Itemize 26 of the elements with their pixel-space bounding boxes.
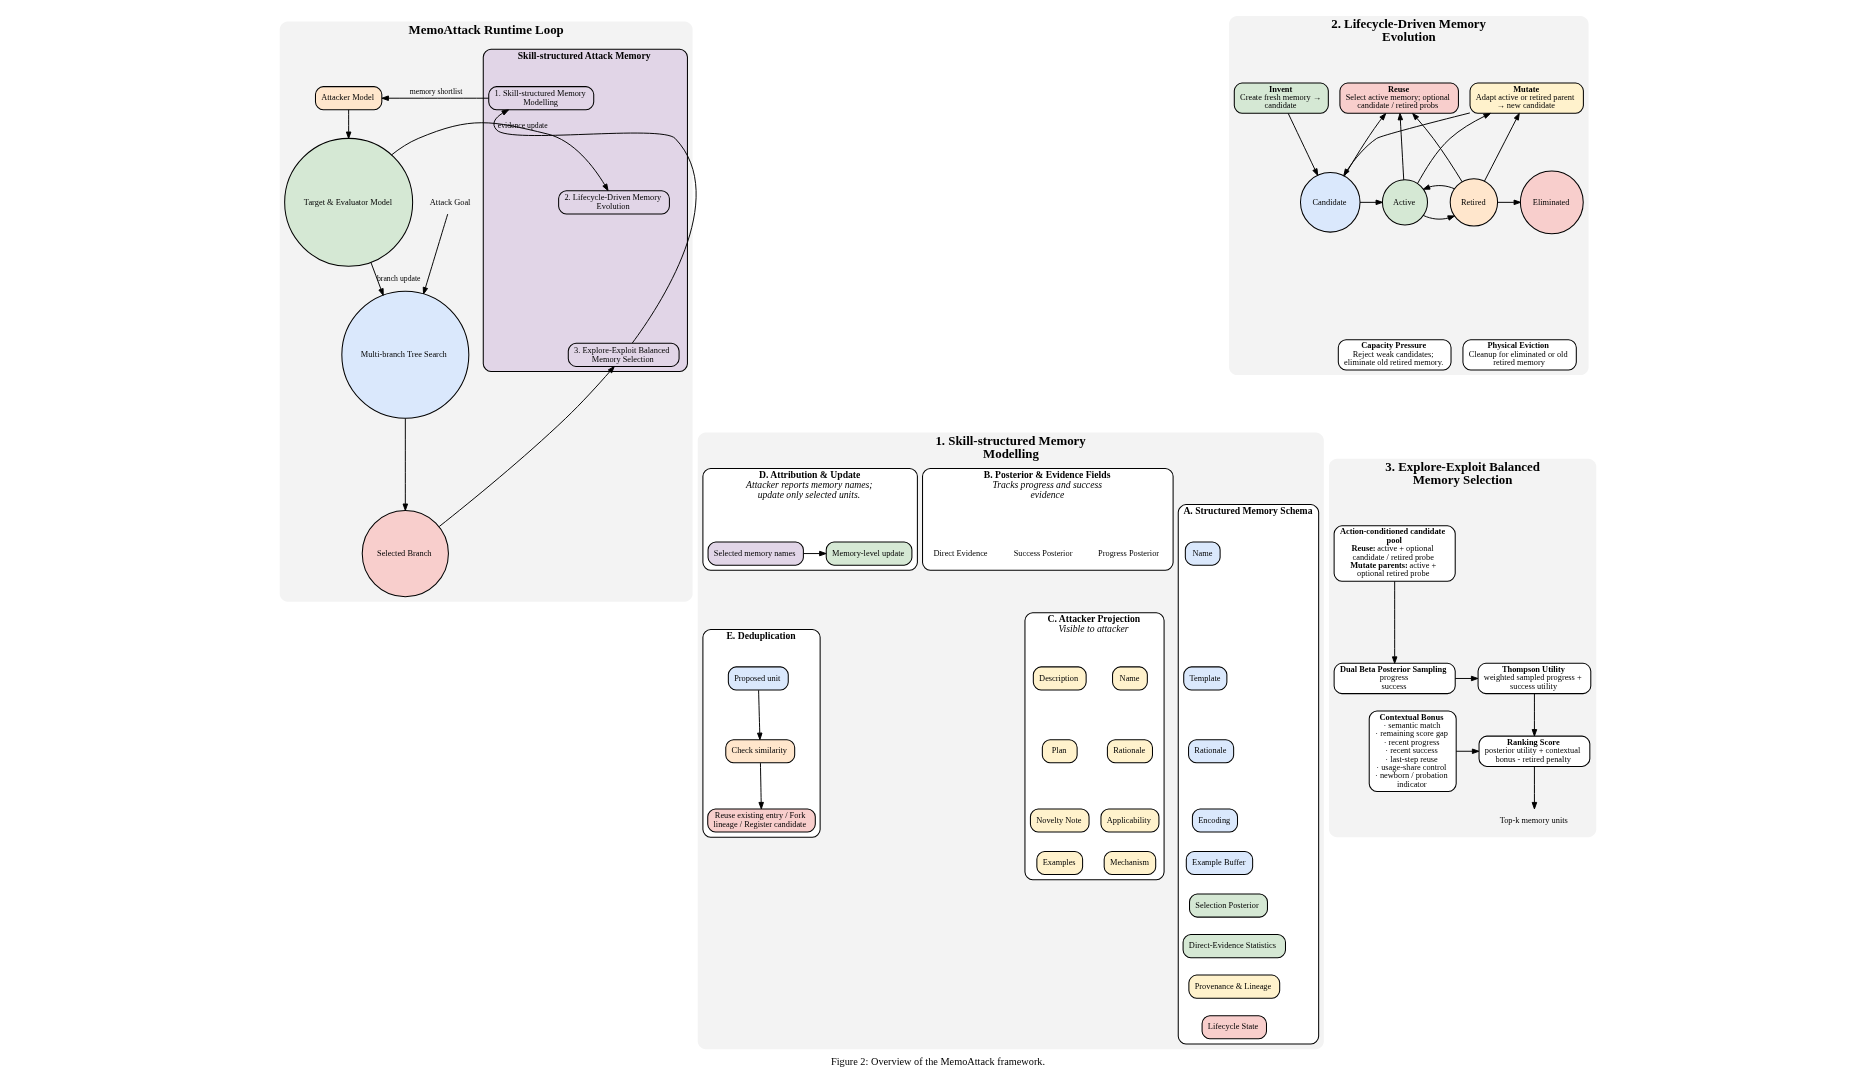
arrow: [1416, 112, 1491, 185]
arrow: [1531, 766, 1538, 810]
arrow: [1422, 184, 1455, 190]
arrow: [438, 366, 615, 527]
arrow: [1455, 748, 1480, 754]
arrow: [1287, 112, 1319, 176]
arrow: [1359, 199, 1383, 206]
arrow: [1497, 199, 1521, 206]
arrow: [1397, 112, 1405, 181]
arrow: [803, 550, 827, 557]
arrow: [758, 762, 764, 810]
arrow: [493, 109, 697, 344]
arrow: [1391, 580, 1398, 664]
arrow: [1531, 693, 1538, 737]
arrow: [1412, 113, 1463, 183]
arrow: [1454, 675, 1479, 682]
arrow: [345, 109, 352, 139]
arrow: [370, 261, 384, 296]
arrow: [422, 213, 449, 295]
arrow: [1422, 214, 1455, 221]
arrow: [1484, 112, 1520, 182]
caption: Figure 2: Overview of the MemoAttack framework.: [830, 1056, 1046, 1068]
arrow: [402, 418, 409, 511]
arrow: [391, 122, 609, 192]
arrow: [757, 689, 763, 740]
arrow: [381, 95, 490, 101]
